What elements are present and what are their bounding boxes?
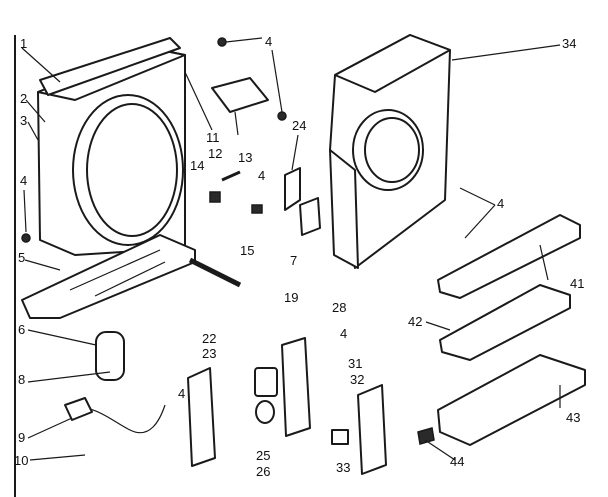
callout-25: 25 xyxy=(256,448,270,463)
callout-5: 5 xyxy=(18,250,25,265)
callout-31: 31 xyxy=(348,356,362,371)
part-block xyxy=(299,197,321,236)
part-rod xyxy=(188,257,242,288)
part-side-panel xyxy=(187,367,216,467)
callout-4: 4 xyxy=(20,173,27,188)
callout-44: 44 xyxy=(450,454,464,469)
callout-24: 24 xyxy=(292,118,306,133)
callout-10: 10 xyxy=(14,453,28,468)
part-knob xyxy=(255,400,275,424)
callout-32: 32 xyxy=(350,372,364,387)
part-drain-pan xyxy=(437,354,586,446)
callout-23: 23 xyxy=(202,346,216,361)
callout-4-top: 4 xyxy=(265,34,272,49)
callout-26: 26 xyxy=(256,464,270,479)
callout-11: 11 xyxy=(206,130,220,145)
part-bracket xyxy=(211,77,269,113)
callout-34: 34 xyxy=(562,36,576,51)
callout-6: 6 xyxy=(18,322,25,337)
part-rail xyxy=(437,214,581,299)
leader-lines xyxy=(21,37,561,461)
part-tray xyxy=(439,284,571,361)
callout-15: 15 xyxy=(240,243,254,258)
part-screw xyxy=(277,111,287,121)
callout-3: 3 xyxy=(20,113,27,128)
part-pin xyxy=(221,170,241,182)
part-plug xyxy=(64,397,93,421)
part-rear-shroud xyxy=(329,34,451,269)
callout-14: 14 xyxy=(190,158,204,173)
callout-28: 28 xyxy=(332,300,346,315)
callout-12: 12 xyxy=(208,146,222,161)
callout-13: 13 xyxy=(238,150,252,165)
part-capacitor xyxy=(95,331,125,381)
callout-4-mid: 4 xyxy=(258,168,265,183)
part-small-block xyxy=(331,429,349,445)
callout-2: 2 xyxy=(20,91,27,106)
callout-19: 19 xyxy=(284,290,298,305)
callout-22: 22 xyxy=(202,331,216,346)
callout-4-lower: 4 xyxy=(178,386,185,401)
part-clip xyxy=(251,204,263,214)
part-plate xyxy=(357,384,387,475)
part-knob-small xyxy=(417,427,435,445)
callout-7: 7 xyxy=(290,253,297,268)
callout-33: 33 xyxy=(336,460,350,475)
callout-1: 1 xyxy=(20,36,27,51)
callout-43: 43 xyxy=(566,410,580,425)
part-screw xyxy=(21,233,31,243)
part-clip xyxy=(209,191,221,203)
callout-4-right: 4 xyxy=(497,196,504,211)
callout-9: 9 xyxy=(18,430,25,445)
callout-41: 41 xyxy=(570,276,584,291)
callout-8: 8 xyxy=(18,372,25,387)
part-screw xyxy=(217,37,227,47)
part-small-bracket xyxy=(284,167,301,211)
callout-42: 42 xyxy=(408,314,422,329)
part-front-panel xyxy=(37,37,186,256)
part-control-bracket xyxy=(281,337,311,437)
callout-4-center: 4 xyxy=(340,326,347,341)
part-switch xyxy=(254,367,278,397)
